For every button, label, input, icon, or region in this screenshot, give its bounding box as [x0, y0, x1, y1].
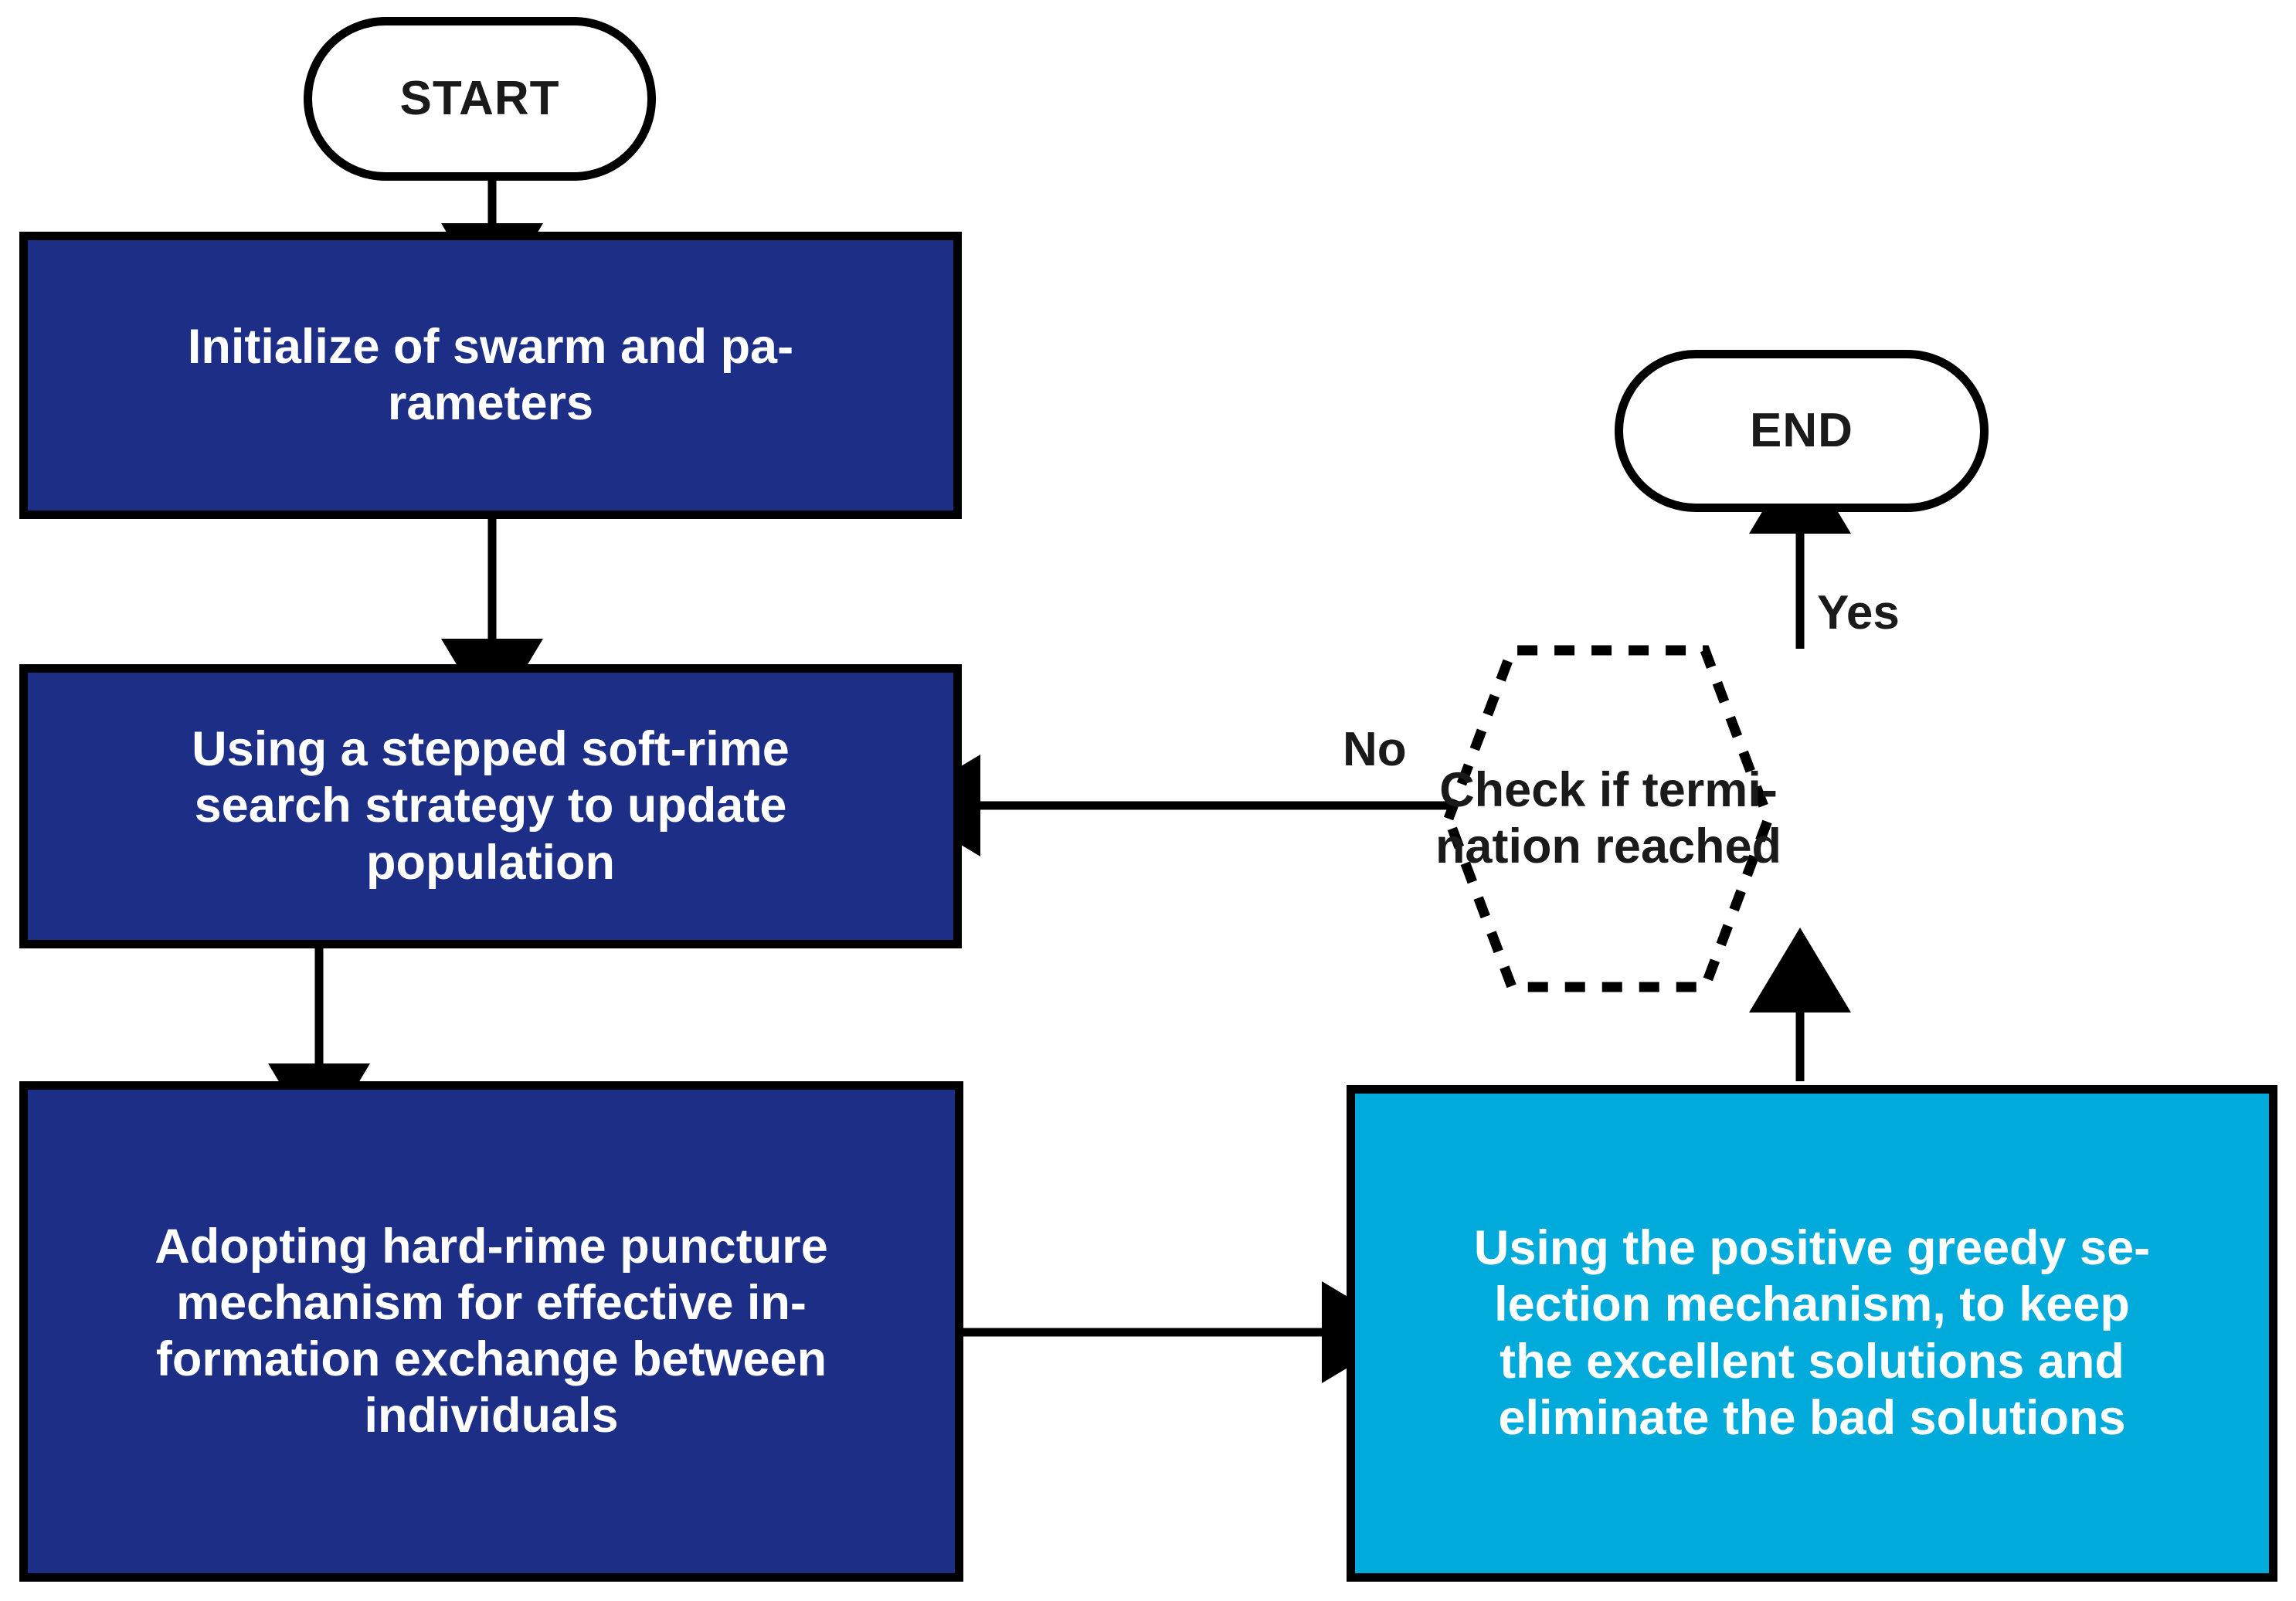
- node-initialize[interactable]: Initialize of swarm and pa- rameters: [19, 232, 962, 519]
- node-hard-rime-label: Adopting hard-rime puncture mechanism fo…: [155, 1219, 828, 1443]
- node-initialize-label: Initialize of swarm and pa- rameters: [187, 319, 794, 430]
- node-soft-rime[interactable]: Using a stepped soft-rime search strateg…: [19, 664, 962, 948]
- node-hard-rime[interactable]: Adopting hard-rime puncture mechanism fo…: [19, 1081, 963, 1582]
- node-end[interactable]: END: [1615, 350, 1989, 512]
- node-soft-rime-label: Using a stepped soft-rime search strateg…: [192, 722, 790, 890]
- node-greedy-selection-label: Using the positive greedy se- lection me…: [1473, 1221, 2151, 1445]
- node-greedy-selection[interactable]: Using the positive greedy se- lection me…: [1347, 1085, 2277, 1582]
- node-start-label: START: [399, 72, 560, 126]
- node-end-label: END: [1750, 404, 1853, 458]
- node-start[interactable]: START: [304, 17, 656, 181]
- edge-label-no: No: [1343, 723, 1407, 776]
- edge-label-yes: Yes: [1817, 586, 1900, 639]
- node-decision[interactable]: Check if termi- nation reached: [1435, 643, 1782, 995]
- decision-hexagon-shape: [1443, 645, 1774, 992]
